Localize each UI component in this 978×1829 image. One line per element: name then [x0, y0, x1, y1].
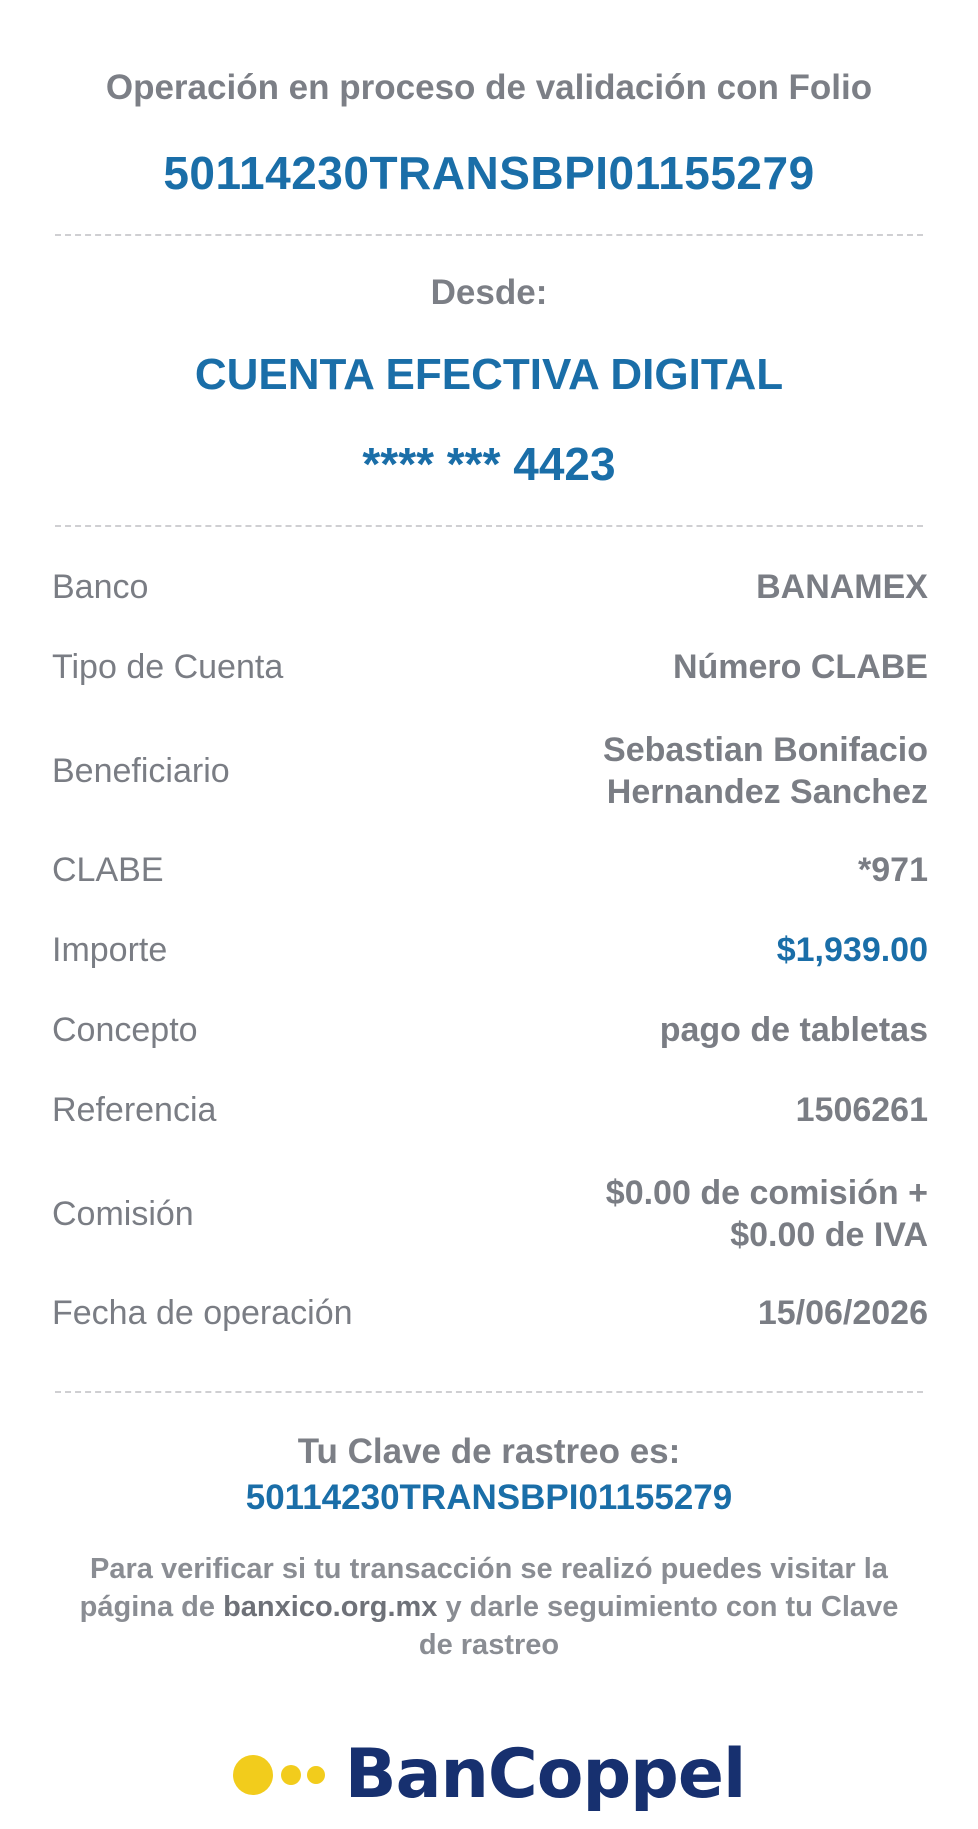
logo-wordmark: BanCoppel — [344, 1735, 747, 1814]
verification-note: Para verificar si tu transacción se real… — [70, 1550, 908, 1664]
source-account-name: CUENTA EFECTIVA DIGITAL — [194, 350, 784, 399]
amount-value: $1,939.00 — [776, 931, 928, 969]
beneficiary-line-1: Sebastian Bonifacio — [603, 731, 928, 769]
detail-value: BANAMEX — [756, 568, 928, 606]
detail-label: Banco — [52, 567, 149, 606]
detail-value: Número CLABE — [672, 648, 928, 686]
detail-value: 1506261 — [795, 1091, 928, 1129]
detail-label: Tipo de Cuenta — [52, 647, 284, 686]
detail-label: Importe — [52, 930, 168, 969]
detail-label: Fecha de operación — [52, 1293, 353, 1332]
detail-row-bank: Banco BANAMEX — [52, 562, 928, 612]
note-text-before: Para verificar si tu transacción se real… — [79, 1553, 888, 1623]
fee-line-1: $0.00 de comisión + — [605, 1174, 928, 1212]
note-text-after: y darle seguimiento con tu Clave de rast… — [418, 1591, 899, 1661]
divider — [55, 525, 923, 527]
detail-value: *971 — [858, 851, 928, 889]
detail-row-date: Fecha de operación 15/06/2026 — [52, 1288, 928, 1338]
divider — [55, 234, 923, 236]
tracking-code: 50114230TRANSBPI01155279 — [245, 1478, 733, 1517]
bancoppel-logo: BanCoppel — [0, 1735, 978, 1814]
beneficiary-line-2: Hernandez Sanchez — [606, 773, 928, 811]
logo-dots-icon — [232, 1754, 325, 1795]
detail-label: Concepto — [52, 1010, 198, 1049]
tracking-label: Tu Clave de rastreo es: — [297, 1432, 681, 1471]
source-label: Desde: — [430, 273, 548, 312]
folio-title: Operación en proceso de validación con F… — [105, 68, 873, 107]
fee-line-2: $0.00 de IVA — [730, 1216, 928, 1254]
folio-number: 50114230TRANSBPI01155279 — [163, 147, 815, 199]
source-account-number: **** *** 4423 — [362, 438, 616, 490]
detail-row-fee: Comisión $0.00 de comisión + $0.00 de IV… — [52, 1165, 928, 1263]
detail-row-reference: Referencia 1506261 — [52, 1085, 928, 1135]
detail-row-account-type: Tipo de Cuenta Número CLABE — [52, 642, 928, 692]
detail-row-clabe: CLABE *971 — [52, 845, 928, 895]
banxico-site-link: banxico.org.mx — [223, 1591, 438, 1623]
detail-value: Sebastian Bonifacio Hernandez Sanchez — [603, 729, 928, 813]
detail-row-beneficiary: Beneficiario Sebastian Bonifacio Hernand… — [52, 722, 928, 820]
detail-row-amount: Importe $1,939.00 — [52, 925, 928, 975]
divider — [55, 1391, 923, 1393]
detail-value: pago de tabletas — [659, 1011, 928, 1049]
detail-row-concept: Concepto pago de tabletas — [52, 1005, 928, 1055]
detail-label: Beneficiario — [52, 751, 230, 790]
detail-label: CLABE — [52, 850, 164, 889]
detail-value: $0.00 de comisión + $0.00 de IVA — [606, 1172, 928, 1256]
detail-label: Comisión — [52, 1194, 194, 1233]
detail-label: Referencia — [52, 1090, 217, 1129]
detail-value: 15/06/2026 — [757, 1294, 928, 1332]
